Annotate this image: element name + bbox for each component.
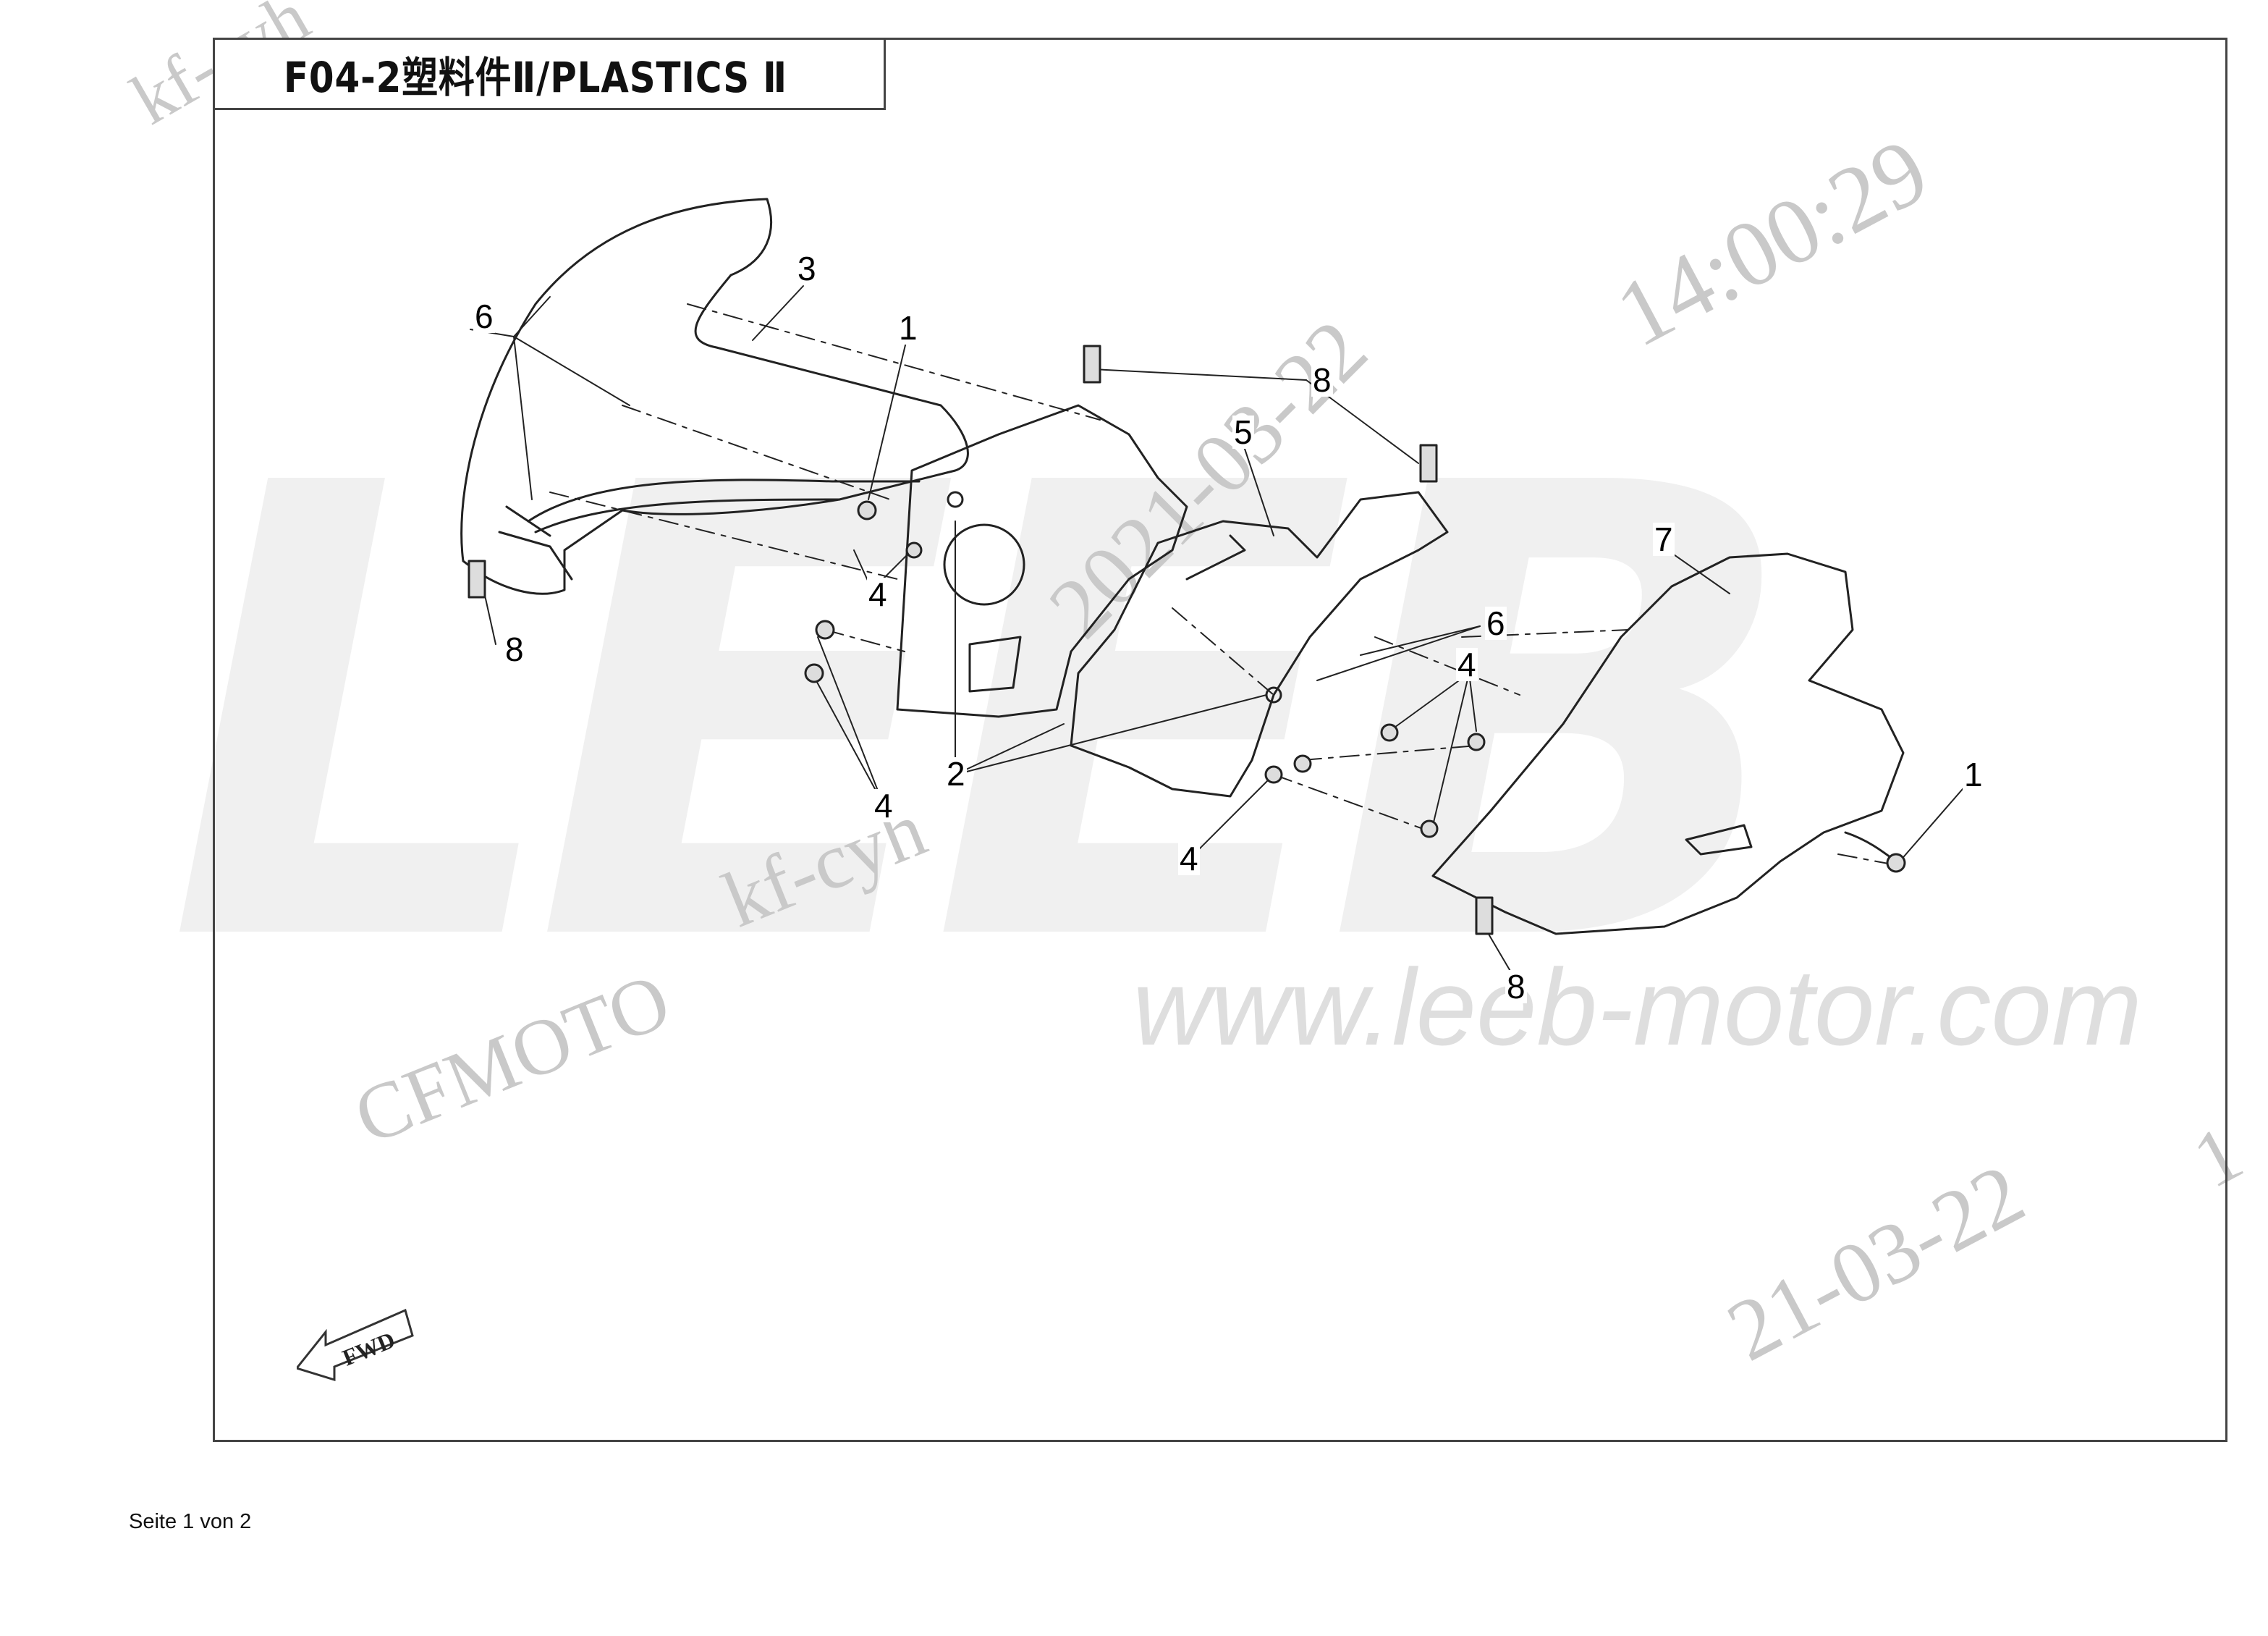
callout-1-right: 1 [1963, 756, 1984, 793]
panel-part-7 [1431, 552, 1905, 935]
callout-4-upper-left: 4 [867, 575, 889, 613]
callout-8-bottom: 8 [1505, 968, 1527, 1005]
callout-3: 3 [796, 250, 818, 287]
diagram-frame [213, 38, 2227, 1442]
page-footer: Seite 1 von 2 [129, 1510, 252, 1533]
title-box [213, 38, 886, 110]
callout-1-left: 1 [897, 309, 919, 347]
callout-6-left: 6 [473, 298, 495, 335]
callout-4-lower-left: 4 [873, 787, 894, 825]
callout-7: 7 [1653, 520, 1675, 558]
panel-part-5 [896, 404, 1188, 718]
page-title: F04-2塑料件Ⅱ/PLASTICS Ⅱ [284, 53, 787, 102]
callout-8-left: 8 [504, 631, 525, 668]
callout-2: 2 [945, 755, 967, 793]
url-watermark: www.leeb-motor.com [1133, 946, 2142, 1068]
callout-4-center: 4 [1178, 840, 1200, 877]
callout-4-right: 4 [1456, 646, 1478, 683]
callout-5: 5 [1232, 413, 1254, 451]
callout-6-right: 6 [1485, 604, 1507, 642]
callout-8-top: 8 [1311, 361, 1333, 399]
panel-part-3 [460, 198, 969, 595]
forward-direction-arrow: FWD [295, 1303, 420, 1393]
